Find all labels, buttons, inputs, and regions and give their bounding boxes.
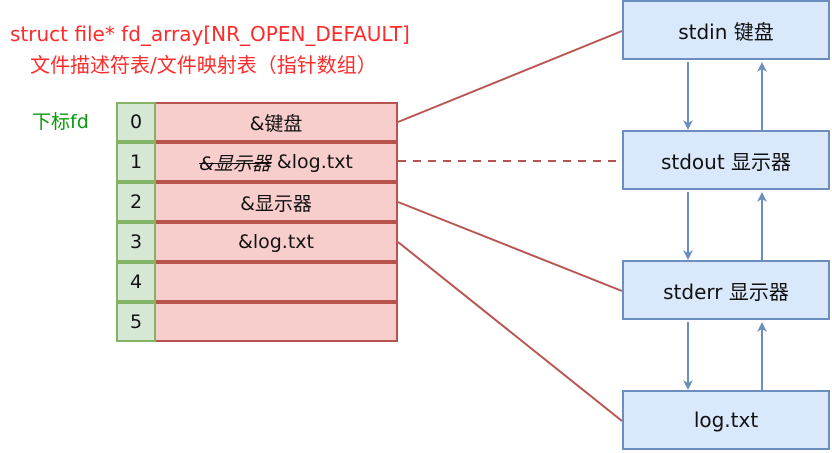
fd-index-cell: 0 <box>116 102 156 142</box>
fd-index-cell: 2 <box>116 182 156 222</box>
fd-index-cell: 1 <box>116 142 156 182</box>
fd-value-text: &log.txt <box>276 151 353 173</box>
fd-index-cell: 3 <box>116 222 156 262</box>
fd-value-cell <box>156 302 398 342</box>
fd-index-cell: 4 <box>116 262 156 302</box>
fd-value-cell: &显示器 <box>156 182 398 222</box>
fd-struck-value: &显示器 <box>199 152 271 175</box>
fd-value-text: &显示器 <box>240 192 312 215</box>
index-label: 下标fd <box>32 111 89 133</box>
connector-fd3-logtxt <box>397 241 623 422</box>
connector-fd0-stdin <box>397 30 623 123</box>
fd-value-cell: &显示器 &log.txt <box>156 142 398 182</box>
connector-fd2-stderr <box>397 201 623 292</box>
diagram-subtitle: 文件描述符表/文件映射表（指针数组） <box>30 53 377 77</box>
device-stderr: stderr 显示器 <box>622 260 830 320</box>
fd-value-cell <box>156 262 398 302</box>
fd-value-cell: &键盘 <box>156 102 398 142</box>
device-logtxt: log.txt <box>622 390 830 450</box>
fd-value-text: &log.txt <box>238 231 314 253</box>
diagram-title: struct file* fd_array[NR_OPEN_DEFAULT] <box>10 22 410 46</box>
device-stdin: stdin 键盘 <box>622 0 830 60</box>
fd-value-text: &键盘 <box>249 112 303 135</box>
fd-index-cell: 5 <box>116 302 156 342</box>
device-stdout: stdout 显示器 <box>622 130 830 190</box>
fd-value-cell: &log.txt <box>156 222 398 262</box>
